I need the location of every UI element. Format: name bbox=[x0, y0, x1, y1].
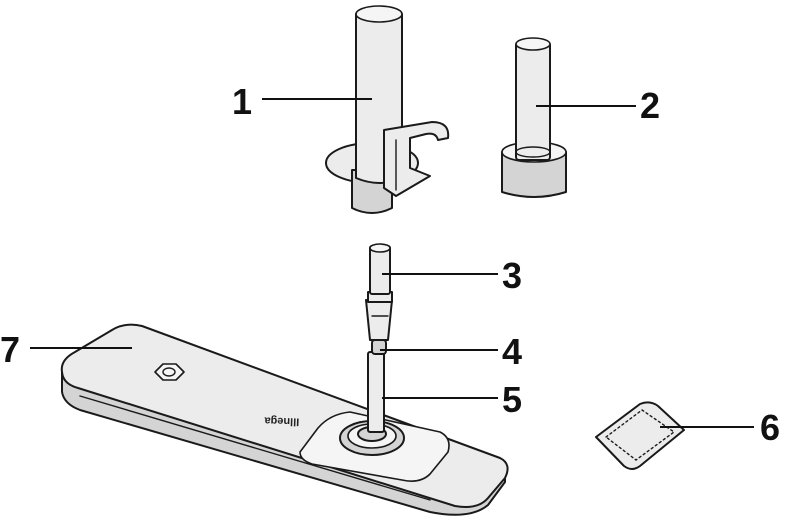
small-cylinder bbox=[501, 37, 567, 198]
strip-logo: Illnega bbox=[263, 414, 299, 427]
callout-5: 5 bbox=[502, 379, 522, 420]
base-plate: Illnega bbox=[60, 323, 509, 516]
callout-1: 1 bbox=[232, 81, 252, 122]
callout-6: 6 bbox=[760, 407, 780, 448]
rod-assembly bbox=[365, 243, 393, 433]
svg-text:Illnega: Illnega bbox=[263, 414, 299, 427]
hex-hole bbox=[154, 363, 185, 381]
callout-2: 2 bbox=[640, 85, 660, 126]
reagent-pad bbox=[595, 401, 685, 470]
callout-7: 7 bbox=[0, 329, 20, 370]
cylinder-holder bbox=[325, 5, 450, 214]
callout-3: 3 bbox=[502, 255, 522, 296]
callouts: 1 2 3 4 5 6 7 bbox=[0, 81, 780, 448]
leader-lines bbox=[30, 98, 754, 428]
callout-4: 4 bbox=[502, 331, 522, 372]
